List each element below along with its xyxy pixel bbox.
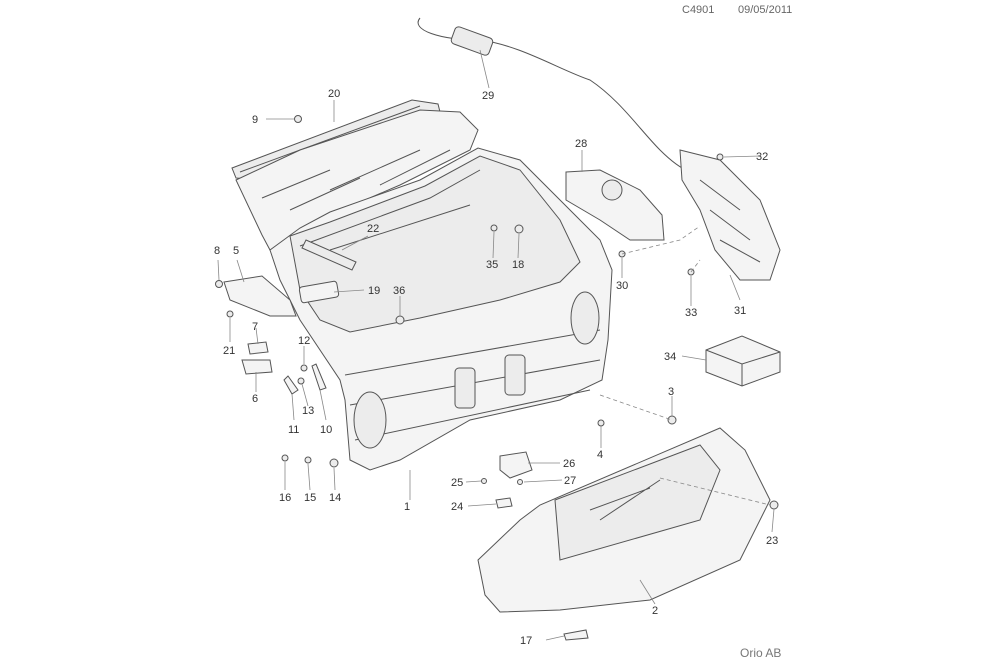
callout-21: 21 [223, 345, 235, 357]
part-12-screw[interactable] [300, 364, 308, 372]
callout-4: 4 [597, 449, 603, 461]
part-3-clip[interactable] [667, 415, 677, 425]
lower-panel-opening-right [570, 291, 600, 345]
callout-12: 12 [298, 335, 310, 347]
callout-34: 34 [664, 351, 676, 363]
part-29-connector[interactable] [450, 26, 494, 57]
part-4-screw[interactable] [597, 419, 605, 427]
callout-6: 6 [252, 393, 258, 405]
drawing-date: 09/05/2011 [738, 4, 793, 16]
callout-8: 8 [214, 245, 220, 257]
tailgate-upper-inner-panel[interactable] [235, 109, 479, 251]
callout-36: 36 [393, 285, 405, 297]
callout-30: 30 [616, 280, 628, 292]
part-7-clip[interactable] [247, 341, 269, 355]
part-8-nut[interactable] [215, 280, 223, 288]
callout-18: 18 [512, 259, 524, 271]
brand-watermark: Orio AB [740, 646, 782, 660]
callout-31: 31 [734, 305, 746, 317]
part-32-screw[interactable] [716, 153, 724, 161]
part-23-screw[interactable] [769, 500, 779, 510]
callout-13: 13 [302, 405, 314, 417]
callout-28: 28 [575, 138, 587, 150]
lower-panel-opening-left [353, 391, 387, 449]
callout-35: 35 [486, 259, 498, 271]
part-19-bracket[interactable] [298, 280, 340, 304]
callout-7: 7 [252, 321, 258, 333]
callout-22: 22 [367, 223, 379, 235]
callout-33: 33 [685, 307, 697, 319]
part-27-screw[interactable] [517, 479, 523, 485]
part-22-gas-strut[interactable] [301, 239, 357, 271]
callout-1: 1 [404, 501, 410, 513]
callout-24: 24 [451, 501, 463, 513]
callout-29: 29 [482, 90, 494, 102]
part-34-module-box[interactable] [705, 335, 781, 387]
callout-20: 20 [328, 88, 340, 100]
part-11-clip[interactable] [283, 375, 299, 395]
part-24-switch[interactable] [495, 497, 513, 509]
part-6-clip[interactable] [241, 359, 273, 375]
callout-19: 19 [368, 285, 380, 297]
callout-5: 5 [233, 245, 239, 257]
callout-17: 17 [520, 635, 532, 647]
callout-9: 9 [252, 114, 258, 126]
part-5-hinge[interactable] [223, 275, 297, 317]
part-16-screw[interactable] [281, 454, 289, 462]
callout-3: 3 [668, 386, 674, 398]
part-17-fastener[interactable] [563, 629, 589, 641]
callout-16: 16 [279, 492, 291, 504]
leader-lines [217, 49, 775, 641]
part-18-clip[interactable] [514, 224, 524, 234]
lower-panel-recess-left [454, 367, 476, 409]
lower-panel-recess-right [504, 354, 526, 396]
callout-32: 32 [756, 151, 768, 163]
callout-26: 26 [563, 458, 575, 470]
callout-27: 27 [564, 475, 576, 487]
callout-23: 23 [766, 535, 778, 547]
part-10-rod[interactable] [311, 363, 327, 391]
part-36-grommet[interactable] [395, 315, 405, 325]
callout-10: 10 [320, 424, 332, 436]
drawing-code: C4901 [682, 4, 715, 16]
callout-11: 11 [288, 424, 299, 436]
callout-15: 15 [304, 492, 316, 504]
part-15-screw[interactable] [304, 456, 312, 464]
part-35-screw[interactable] [490, 224, 498, 232]
part-25-screw[interactable] [481, 478, 487, 484]
callout-2: 2 [652, 605, 658, 617]
rear-window-glass [289, 155, 581, 333]
part-29-wiring-harness[interactable] [417, 17, 691, 173]
part-28-wiper-motor[interactable] [565, 169, 665, 241]
part-13-screw[interactable] [297, 377, 305, 385]
part-31-cover[interactable] [679, 149, 781, 281]
part-9-screw[interactable] [294, 115, 302, 123]
callout-25: 25 [451, 477, 463, 489]
callout-14: 14 [329, 492, 341, 504]
part-21-screw[interactable] [226, 310, 234, 318]
part-14-grommet[interactable] [329, 458, 339, 468]
part-26-latch[interactable] [499, 451, 533, 479]
